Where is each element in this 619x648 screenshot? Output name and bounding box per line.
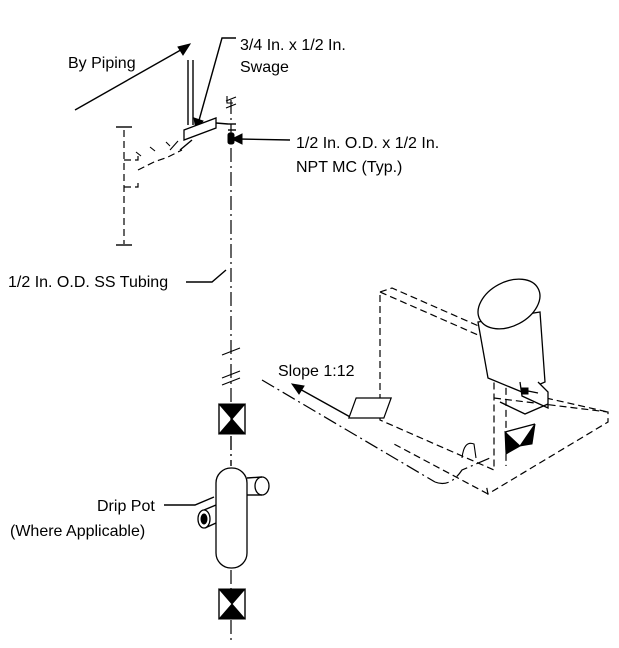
swage-fitting [169, 60, 229, 151]
label-connector-line2: NPT MC (Typ.) [296, 159, 402, 176]
leader-tubing [186, 269, 227, 283]
leader-by-piping [74, 43, 192, 111]
ss-tubing-run [221, 96, 241, 592]
pressure-transmitter-icon [347, 278, 549, 419]
label-swage-line1: 3/4 In. x 1/2 In. [240, 37, 346, 54]
main-header-pipe [116, 126, 183, 246]
label-slope: Slope 1:12 [278, 363, 355, 380]
instrument-panel [379, 287, 609, 495]
label-by-piping: By Piping [68, 55, 136, 72]
label-tubing: 1/2 In. O.D. SS Tubing [8, 274, 168, 291]
label-swage-line2: Swage [240, 59, 289, 76]
leader-swage [193, 37, 236, 132]
leader-connector [230, 133, 291, 145]
bowtie-valve-icon [217, 588, 247, 620]
label-drip-pot-line2: (Where Applicable) [10, 523, 145, 540]
drip-pot-icon [197, 467, 270, 569]
bowtie-valve-icon [504, 423, 536, 455]
leader-drip-pot [164, 496, 215, 506]
sloped-impulse-line [261, 379, 491, 485]
bowtie-valve-icon [217, 403, 247, 435]
connector-fitting [227, 123, 236, 145]
tube-bend [461, 442, 477, 459]
label-connector-line1: 1/2 In. O.D. x 1/2 In. [296, 135, 439, 152]
label-drip-pot-line1: Drip Pot [97, 498, 155, 515]
